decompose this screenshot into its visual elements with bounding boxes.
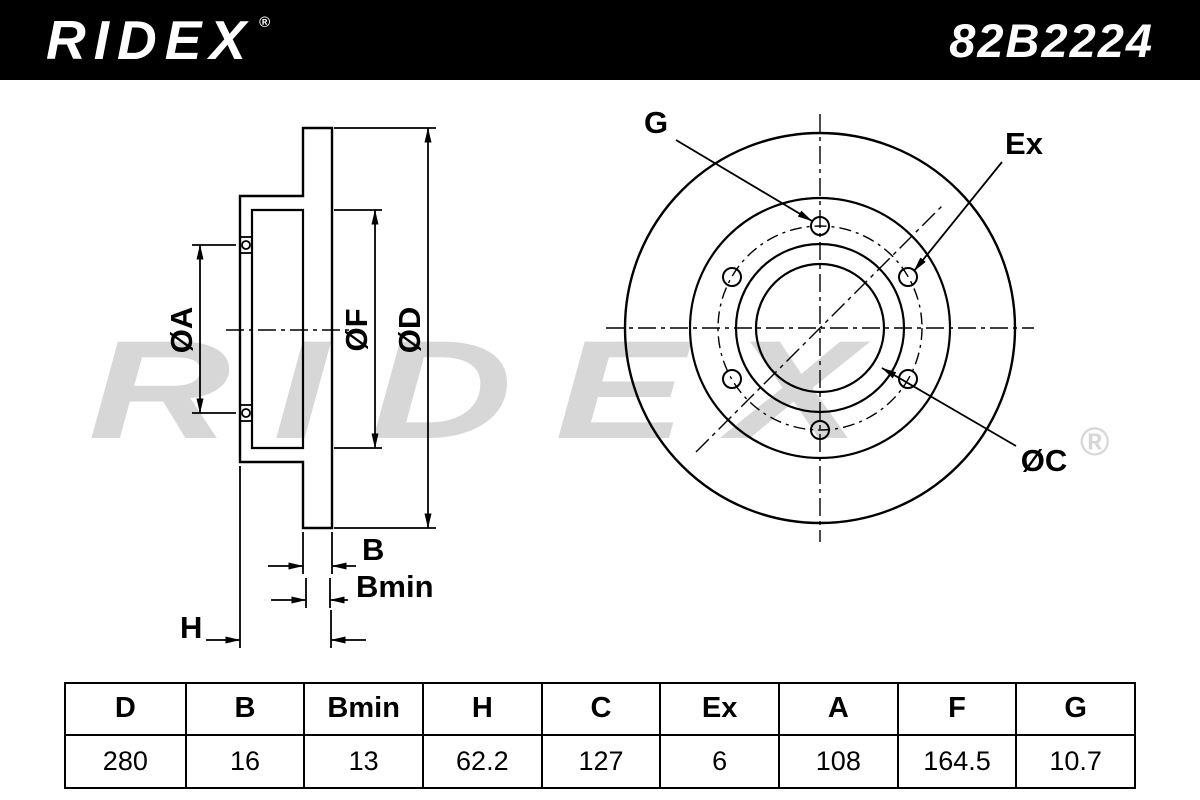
label-h: H (180, 610, 202, 645)
value-cell-f: 164.5 (896, 735, 1016, 787)
value-cell-ex: 6 (659, 735, 778, 787)
front-view (606, 114, 1034, 542)
dimension-f (334, 209, 382, 449)
dimension-b (268, 532, 356, 574)
brand-logo: RIDEX ® (46, 8, 271, 71)
dimension-d (334, 127, 436, 529)
label-b: B (362, 532, 384, 567)
part-number: 82B2224 (949, 13, 1154, 67)
center-bore-circle (754, 262, 886, 394)
hub-outer-circle (734, 242, 906, 414)
label-dia-c: ØC (1021, 443, 1068, 478)
header-cell-f: F (896, 684, 1016, 736)
watermark-registered-mark: ® (1080, 420, 1110, 464)
front-centerline-diagonal (695, 203, 945, 453)
header-bar: RIDEX ® 82B2224 (0, 0, 1200, 80)
header-cell-bmin: Bmin (303, 684, 422, 736)
dimensions-table: D B Bmin H C Ex A F G 280 16 13 62.2 127… (64, 682, 1136, 789)
section-bolt-hole-top (240, 236, 252, 254)
label-dia-f: ØF (339, 308, 374, 351)
leader-ex (913, 161, 1003, 272)
leader-g (675, 139, 813, 222)
header-cell-c: C (540, 684, 660, 736)
section-labels: ØA ØF ØD B Bmin H (164, 307, 434, 645)
front-labels: G Ex ØC (644, 105, 1067, 478)
header-cell-a: A (777, 684, 897, 736)
value-cell-h: 62.2 (421, 735, 541, 787)
bolt-holes (722, 216, 918, 440)
label-g: G (644, 105, 668, 140)
leader-dia-c (881, 367, 1017, 447)
section-outer-profile (238, 126, 334, 530)
value-cell-c: 127 (540, 735, 660, 787)
label-dia-d: ØD (392, 307, 427, 354)
dimension-bmin (271, 578, 348, 608)
label-bmin: Bmin (356, 569, 434, 604)
braking-surface-inner-circle (688, 196, 952, 460)
value-cell-g: 10.7 (1015, 735, 1134, 787)
watermark-text: RIDEX (88, 311, 903, 468)
header-cell-ex: Ex (659, 684, 778, 736)
section-bolt-hole-bottom (240, 404, 252, 422)
value-cell-b: 16 (184, 735, 304, 787)
header-cell-b: B (184, 684, 304, 736)
bolt-circle (717, 225, 923, 431)
label-dia-a: ØA (164, 307, 199, 354)
dimension-h (206, 466, 366, 648)
header-cell-g: G (1015, 684, 1134, 736)
watermark: RIDEX ® (88, 320, 1109, 465)
header-cell-d: D (66, 684, 185, 736)
value-cell-d: 280 (66, 735, 185, 787)
outer-diameter-circle (623, 131, 1017, 525)
label-ex: Ex (1005, 126, 1044, 161)
header-cell-h: H (421, 684, 541, 736)
value-cell-a: 108 (777, 735, 897, 787)
brand-registered-mark: ® (259, 13, 271, 31)
brand-name: RIDEX (46, 8, 255, 71)
cross-section-view (192, 126, 436, 648)
dimension-a (192, 244, 236, 414)
value-cell-bmin: 13 (303, 735, 422, 787)
section-hat-inner-profile (250, 208, 305, 450)
